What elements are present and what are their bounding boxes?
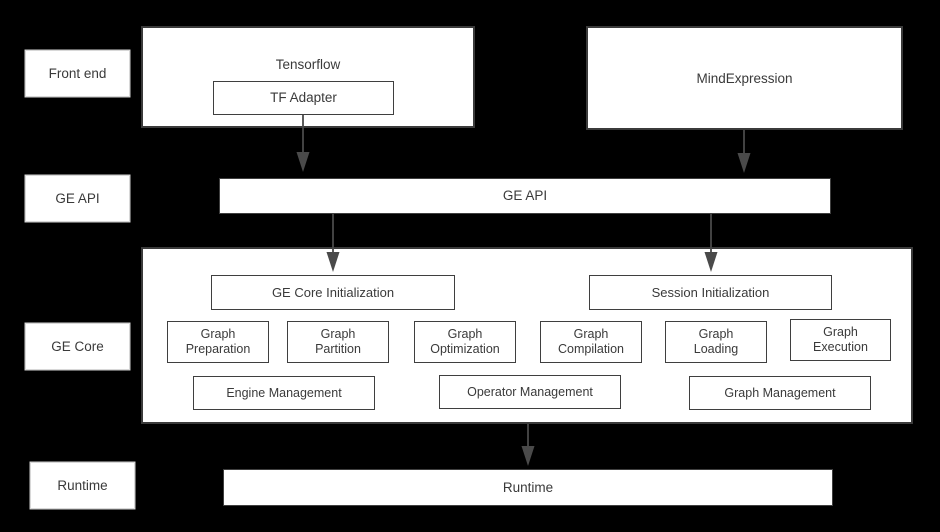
tf-adapter-box: TF Adapter: [213, 81, 394, 115]
ge-core-initialization-box: GE Core Initialization: [211, 275, 455, 310]
arrow-ge-core-to-runtime: [521, 424, 535, 466]
stage-box-graph-optimization: Graph Optimization: [414, 321, 516, 363]
management-box-operator-management: Operator Management: [439, 375, 621, 409]
layer-label-ge-core: GE Core: [25, 323, 130, 370]
management-box-graph-management: Graph Management: [689, 376, 871, 410]
arrow-mindexpression-to-ge-api: [737, 130, 751, 173]
layer-label-front-end: Front end: [25, 50, 130, 97]
layer-label-ge-api: GE API: [25, 175, 130, 222]
runtime-bar: Runtime: [223, 469, 833, 506]
stage-box-graph-loading: Graph Loading: [665, 321, 767, 363]
stage-box-graph-preparation: Graph Preparation: [167, 321, 269, 363]
stage-box-graph-compilation: Graph Compilation: [540, 321, 642, 363]
layer-label-runtime: Runtime: [30, 462, 135, 509]
stage-box-graph-partition: Graph Partition: [287, 321, 389, 363]
tensorflow-title: Tensorflow: [275, 57, 341, 72]
mindexpression-title: MindExpression: [696, 70, 793, 86]
management-box-engine-management: Engine Management: [193, 376, 375, 410]
session-initialization-box: Session Initialization: [589, 275, 832, 310]
stage-box-graph-execution: Graph Execution: [790, 319, 891, 361]
ge-api-bar: GE API: [219, 178, 831, 214]
mindexpression-panel: MindExpression: [586, 26, 903, 130]
